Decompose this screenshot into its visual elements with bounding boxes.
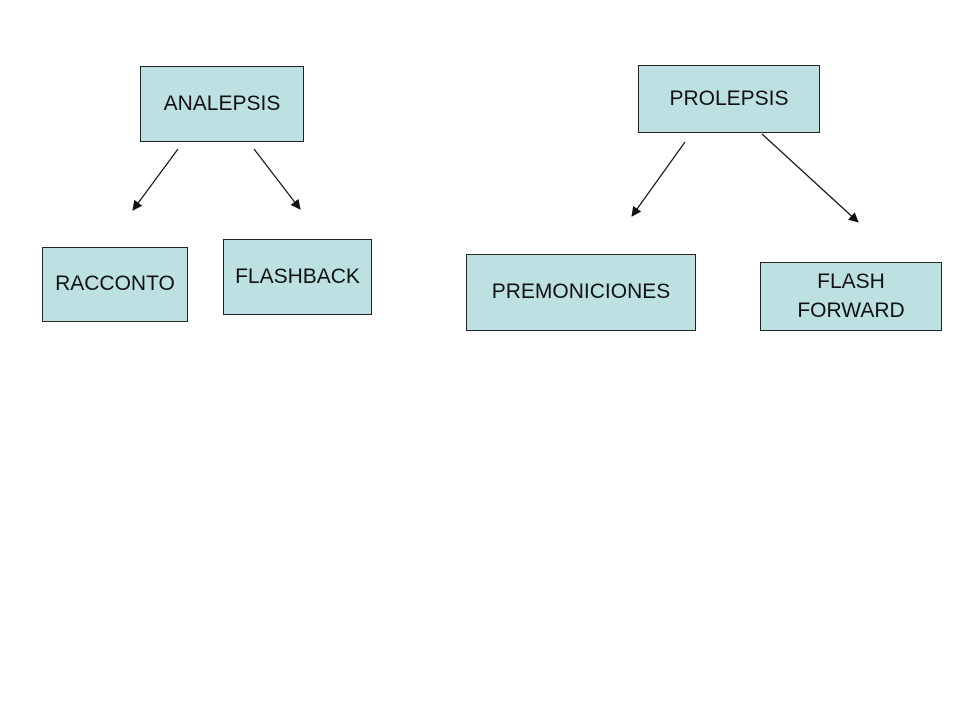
node-racconto: RACCONTO	[42, 247, 188, 322]
node-flash-forward: FLASH FORWARD	[760, 262, 942, 331]
node-analepsis: ANALEPSIS	[140, 66, 304, 142]
node-premoniciones: PREMONICIONES	[466, 254, 696, 331]
arrow-prolepsis-to-flashforward	[761, 133, 859, 223]
arrow-prolepsis-to-premoniciones	[631, 141, 686, 217]
arrow-analepsis-to-flashback	[253, 148, 301, 210]
arrow-analepsis-to-racconto	[132, 148, 179, 211]
node-prolepsis: PROLEPSIS	[638, 65, 820, 133]
node-flashback: FLASHBACK	[223, 239, 372, 315]
